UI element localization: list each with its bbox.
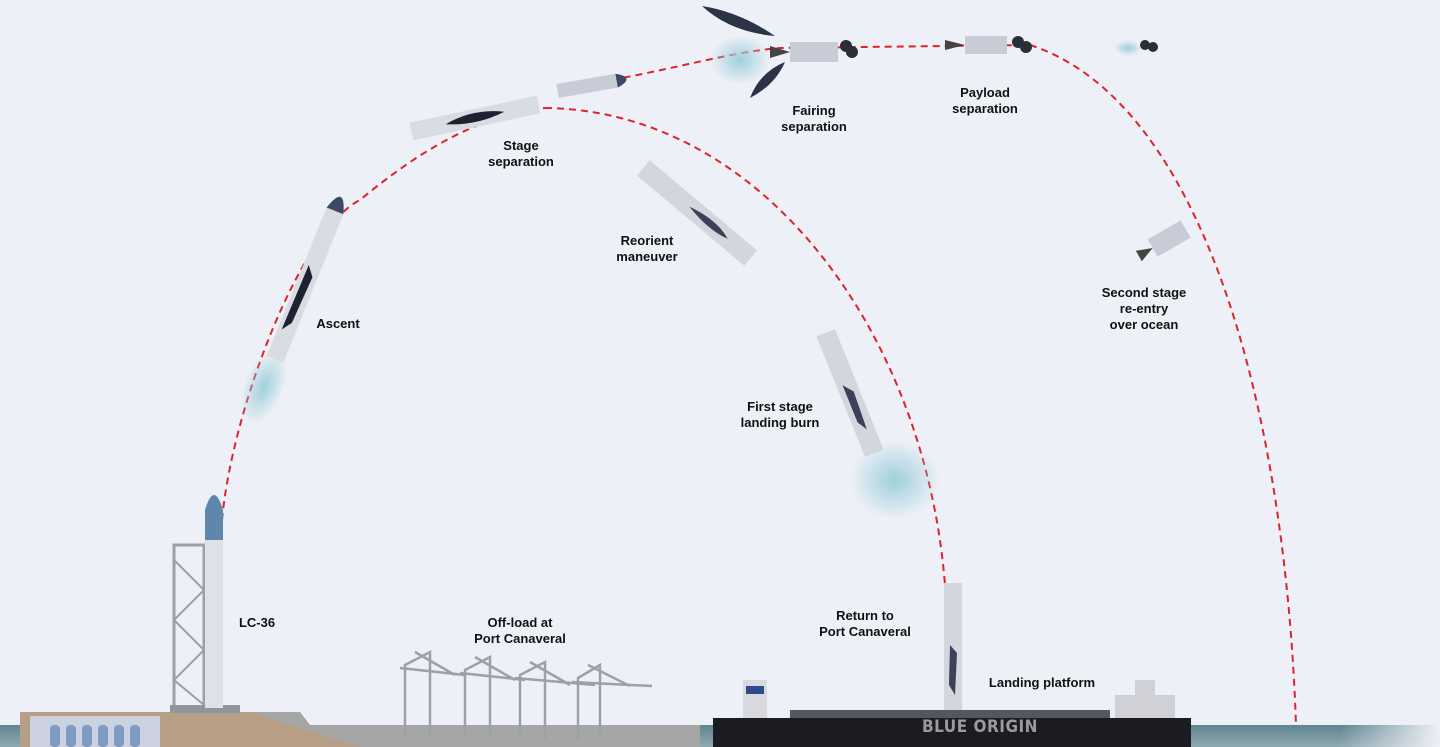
label-reorient-maneuver: Reorient maneuver: [616, 233, 678, 264]
second-stage-reentry: [1135, 220, 1191, 262]
second-stage-reentry-trajectory: [1029, 44, 1297, 726]
label-stage-separation: Stage separation: [488, 138, 554, 169]
label-return: Return to Port Canaveral: [819, 608, 911, 639]
label-landing-platform: Landing platform: [988, 675, 1096, 690]
second-stage-at-fairing-sep: [770, 40, 858, 62]
second-stage-at-payload-sep: [945, 36, 1032, 54]
label-ascent: Ascent: [316, 316, 360, 331]
landing-ship: [713, 583, 1191, 747]
label-first-stage-landing-burn: First stage landing burn: [740, 399, 820, 430]
first-stage-reorient: [636, 160, 758, 266]
first-stage-landing-burn: [816, 328, 940, 520]
trajectory-lines: [221, 44, 1297, 726]
rocket-on-pad: [205, 495, 223, 708]
label-payload-separation: Payload separation: [952, 85, 1018, 116]
ascent-rocket: [239, 196, 344, 425]
label-fairing-separation: Fairing separation: [781, 103, 847, 134]
ship-name: BLUE ORIGIN: [922, 717, 1038, 737]
label-second-stage-reentry: Second stage re-entry over ocean: [1101, 285, 1187, 332]
first-stage-return-trajectory: [544, 107, 946, 586]
payload: [1114, 40, 1158, 56]
label-lc36: LC-36: [238, 615, 276, 630]
port-cranes: [399, 649, 653, 740]
first-stage-at-separation: [409, 95, 541, 141]
label-offload: Off-load at Port Canaveral: [474, 615, 566, 646]
second-stage-at-separation: [556, 73, 627, 98]
launch-tower: [170, 543, 240, 713]
fairing-halves: [702, 6, 785, 98]
storage-tanks: [50, 725, 140, 747]
